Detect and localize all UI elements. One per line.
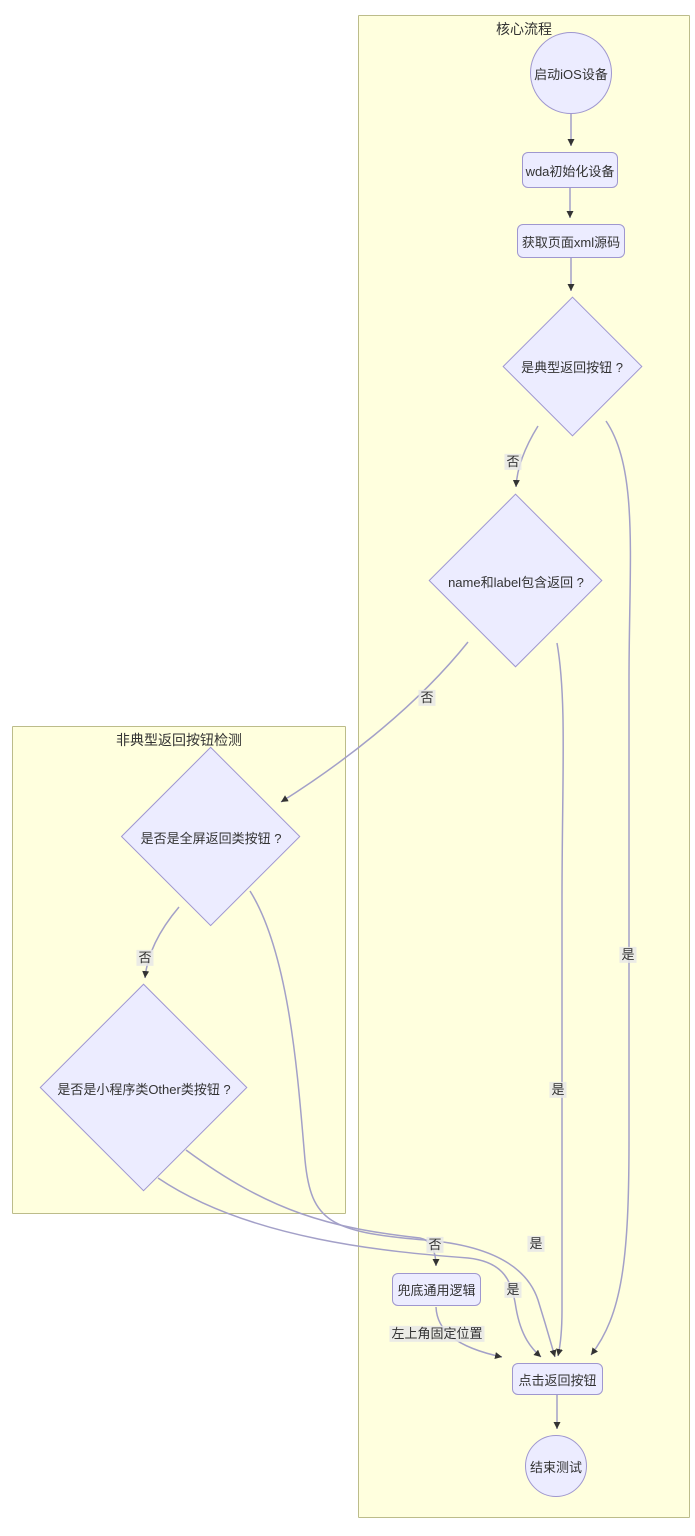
node-start-label: 启动iOS设备 — [534, 66, 608, 82]
edge-label-namelabel-yes: 是 — [549, 1081, 567, 1099]
node-xml-label: 获取页面xml源码 — [521, 234, 621, 250]
node-end-label: 结束测试 — [529, 1459, 582, 1475]
cluster-atypical-title: 非典型返回按钮检测 — [116, 732, 242, 748]
edge-label-fallback-position: 左上角固定位置 — [389, 1325, 485, 1343]
node-fallback-logic: 兜底通用逻辑 — [392, 1273, 481, 1306]
node-other-label: 是否是小程序类Other类按钮 ? — [57, 1081, 231, 1097]
node-namelabel-label: name和label包含返回 ? — [448, 574, 584, 590]
node-decision-fullscreen-back: 是否是全屏返回类按钮 ? — [121, 747, 301, 927]
edge-fullscreen-click-yes — [249, 890, 557, 1358]
node-start-ios-device: 启动iOS设备 — [530, 32, 612, 114]
edge-typical-click-yes — [590, 420, 632, 1356]
cluster-core-process: 核心流程 — [358, 15, 690, 1518]
node-click-back-button: 点击返回按钮 — [512, 1363, 603, 1395]
node-fullscreen-label: 是否是全屏返回类按钮 ? — [140, 830, 282, 846]
edge-label-fullscreen-yes: 是 — [527, 1235, 545, 1253]
node-wda-label: wda初始化设备 — [525, 163, 615, 179]
node-get-xml: 获取页面xml源码 — [517, 224, 625, 258]
node-fallback-label: 兜底通用逻辑 — [397, 1283, 476, 1298]
node-decision-miniprogram-other: 是否是小程序类Other类按钮 ? — [39, 983, 248, 1192]
edge-label-typical-yes: 是 — [619, 946, 637, 964]
edge-namelabel-fullscreen-no — [280, 641, 469, 803]
cluster-core-title: 核心流程 — [496, 21, 552, 37]
edge-label-fullscreen-no: 否 — [136, 949, 154, 967]
edge-label-other-no: 否 — [426, 1236, 444, 1254]
edge-fullscreen-other-no — [142, 906, 180, 979]
edge-label-other-yes: 是 — [504, 1281, 522, 1299]
node-decision-typical-back: 是典型返回按钮 ? — [501, 295, 642, 436]
node-click-label: 点击返回按钮 — [518, 1372, 597, 1388]
edge-label-typical-no: 否 — [504, 453, 522, 471]
node-typical-label: 是典型返回按钮 ? — [521, 359, 623, 375]
edge-label-namelabel-no: 否 — [418, 689, 436, 707]
node-end-test: 结束测试 — [525, 1435, 587, 1497]
edge-typical-namelabel-no — [512, 425, 539, 488]
node-wda-init: wda初始化设备 — [522, 152, 618, 188]
edge-namelabel-click-yes — [556, 642, 564, 1357]
node-decision-name-label-contains: name和label包含返回 ? — [428, 493, 603, 668]
edge-other-click-yes — [157, 1177, 542, 1358]
